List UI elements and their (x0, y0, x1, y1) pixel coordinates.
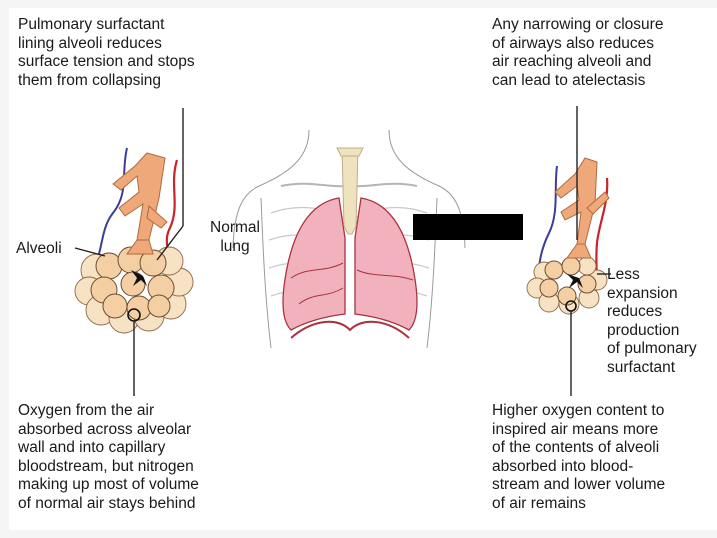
collapsed-alveoli-cluster-icon (527, 106, 611, 396)
label-alveoli: Alveoli (16, 240, 62, 259)
figure-canvas: Pulmonary surfactant lining alveoli redu… (9, 8, 717, 530)
alveoli-cluster-icon (75, 108, 193, 396)
label-normal-lung: Normal lung (210, 219, 260, 256)
label-less-expansion: Less expansion reduces production of pul… (607, 266, 697, 378)
caption-oxygen-absorption: Oxygen from the air absorbed across alve… (18, 402, 199, 514)
caption-airway-narrowing: Any narrowing or closure of airways also… (492, 16, 663, 90)
caption-higher-oxygen: Higher oxygen content to inspired air me… (492, 402, 665, 514)
redaction-box (413, 214, 523, 240)
caption-surfactant: Pulmonary surfactant lining alveoli redu… (18, 16, 195, 90)
